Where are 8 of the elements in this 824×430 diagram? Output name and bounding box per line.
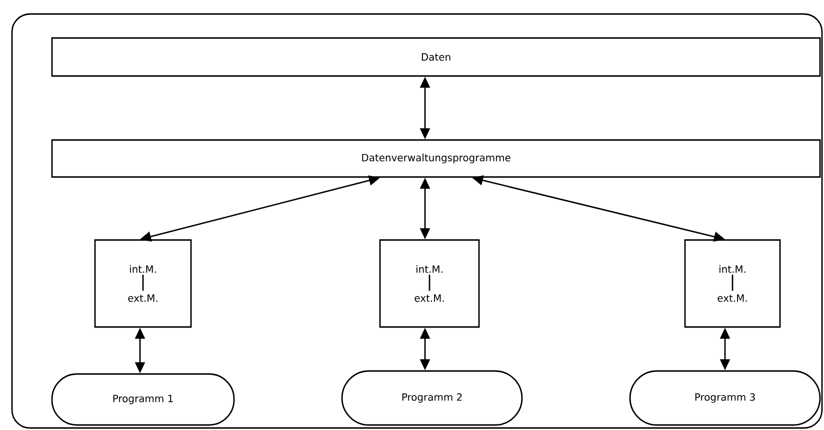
module-box: int.M. ext.M. (94, 239, 192, 328)
module-box: int.M. ext.M. (684, 239, 781, 328)
layer-box: Datenverwaltungsprogramme (51, 139, 821, 178)
program-box: Programm 2 (341, 370, 523, 426)
program-box: Programm 1 (51, 373, 235, 426)
program-box: Programm 3 (629, 370, 821, 426)
module-box: int.M. ext.M. (379, 239, 480, 328)
layer-box: Daten (51, 37, 821, 77)
